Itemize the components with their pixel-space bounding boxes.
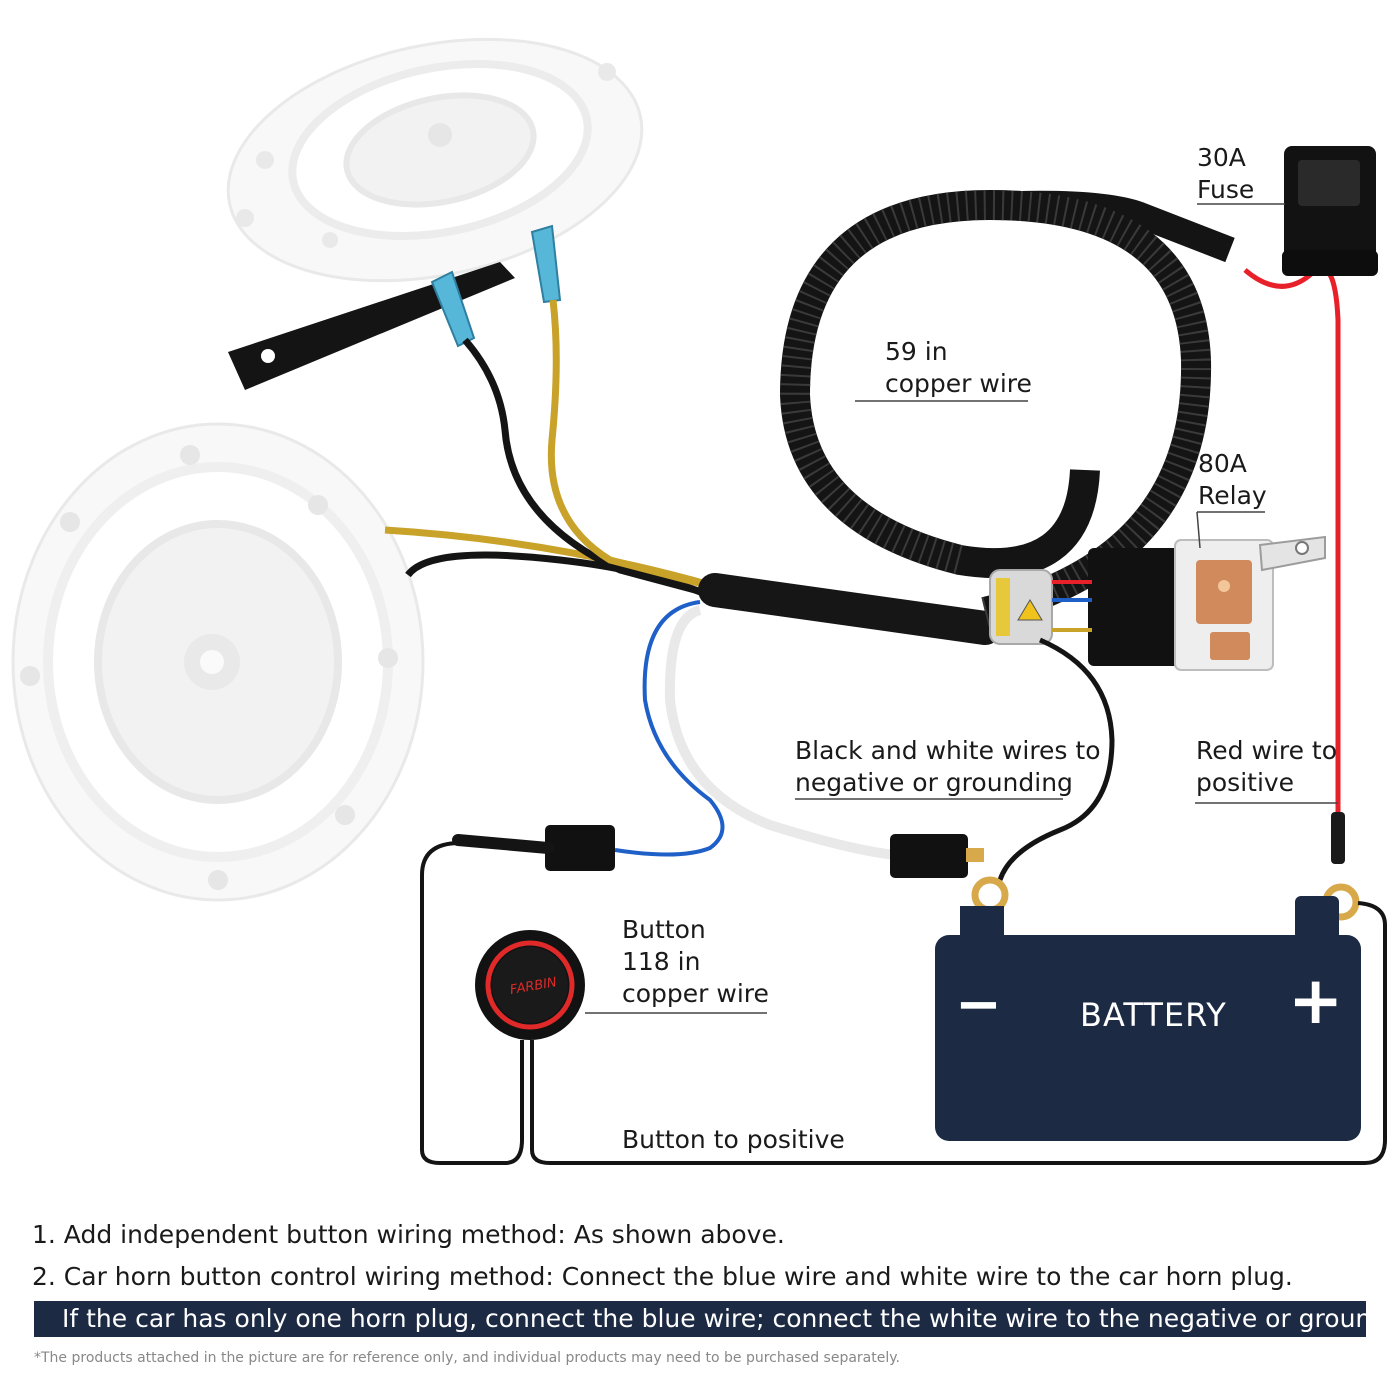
button-to-positive-wire (530, 901, 1387, 1165)
disclaimer: *The products attached in the picture ar… (34, 1350, 900, 1366)
red-wire-label: Red wire to positive (1196, 736, 1337, 797)
ring-terminal-icon (971, 876, 1009, 914)
white-wire (665, 606, 896, 859)
fuse-label: 30A Fuse (1197, 143, 1255, 204)
battery-negative-sign: − (955, 972, 1003, 1037)
copper-wire-label: 59 in copper wire (885, 337, 1032, 398)
blue-wire (614, 600, 725, 857)
lower-horn (11, 422, 425, 902)
battery-label: BATTERY (1080, 996, 1227, 1034)
note-1: 1. Add independent button wiring method:… (32, 1220, 785, 1249)
relay (989, 535, 1326, 671)
horn-button: FARBIN (475, 930, 585, 1040)
wiring-diagram: FARBIN (11, 37, 1387, 1165)
relay-label: 80A Relay (1198, 449, 1267, 510)
fuse-holder (1282, 146, 1378, 276)
ground-wire (997, 637, 1115, 881)
upper-horn (226, 37, 644, 283)
black-white-wires-label: Black and white wires to negative or gro… (795, 736, 1101, 797)
button-to-positive-label: Button to positive (622, 1125, 845, 1154)
button-wire (420, 841, 524, 1165)
black-wire (462, 337, 711, 598)
battery-positive-sign: + (1288, 962, 1345, 1039)
spade-terminal-icon (530, 224, 562, 304)
note-2: 2. Car horn button control wiring method… (32, 1262, 1293, 1291)
spade-terminal-icon (430, 270, 476, 348)
yellow-wire (547, 299, 711, 590)
battery (935, 896, 1361, 1141)
note-banner: If the car has only one horn plug, conne… (34, 1301, 1395, 1337)
button-label: Button 118 in copper wire (622, 915, 769, 1008)
corrugated-conduit (698, 189, 1235, 645)
